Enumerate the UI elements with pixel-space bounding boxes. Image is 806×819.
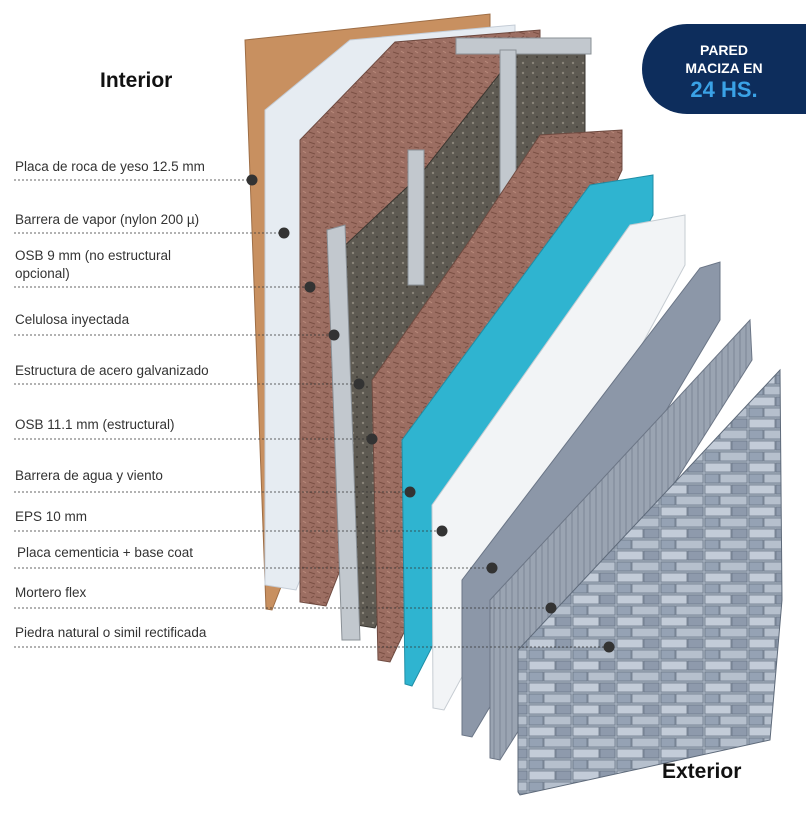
leader-dot-agua — [404, 486, 416, 498]
label-vapor: Barrera de vapor (nylon 200 µ) — [15, 212, 200, 227]
steel-stud-4 — [326, 224, 361, 641]
leader-dot-yeso — [246, 174, 258, 186]
label-cementicia: Placa cementicia + base coat — [17, 545, 193, 560]
promo-badge: PARED MACIZA EN 24 HS. — [642, 24, 806, 114]
leader-dot-eps — [436, 525, 448, 537]
label-piedra: Piedra natural o simil rectificada — [15, 625, 207, 640]
badge-line-2: MACIZA EN — [685, 60, 763, 76]
interior-heading: Interior — [100, 69, 173, 92]
label-celulosa: Celulosa inyectada — [15, 312, 130, 327]
leader-dot-celulosa — [328, 329, 340, 341]
exterior-heading: Exterior — [662, 760, 742, 783]
leader-dot-mortero — [545, 602, 557, 614]
layer-piedra — [517, 368, 783, 796]
steel-stud-1 — [455, 37, 592, 55]
label-osb11: OSB 11.1 mm (estructural) — [15, 417, 175, 432]
leader-dot-osb9 — [304, 281, 316, 293]
label-agua: Barrera de agua y viento — [15, 468, 163, 483]
steel-stud-3 — [407, 149, 425, 286]
leader-dot-acero — [353, 378, 365, 390]
label-yeso: Placa de roca de yeso 12.5 mm — [15, 159, 205, 174]
label-acero: Estructura de acero galvanizado — [15, 363, 209, 378]
leader-dot-osb11 — [366, 433, 378, 445]
label-mortero: Mortero flex — [15, 585, 87, 600]
leader-dot-cementicia — [486, 562, 498, 574]
label-eps: EPS 10 mm — [15, 509, 88, 524]
badge-line-1: PARED — [700, 42, 748, 58]
leader-dot-piedra — [603, 641, 615, 653]
leader-dot-vapor — [278, 227, 290, 239]
badge-line-3: 24 HS. — [690, 77, 758, 102]
label-osb9: OSB 9 mm (no estructural opcional) — [15, 248, 172, 281]
